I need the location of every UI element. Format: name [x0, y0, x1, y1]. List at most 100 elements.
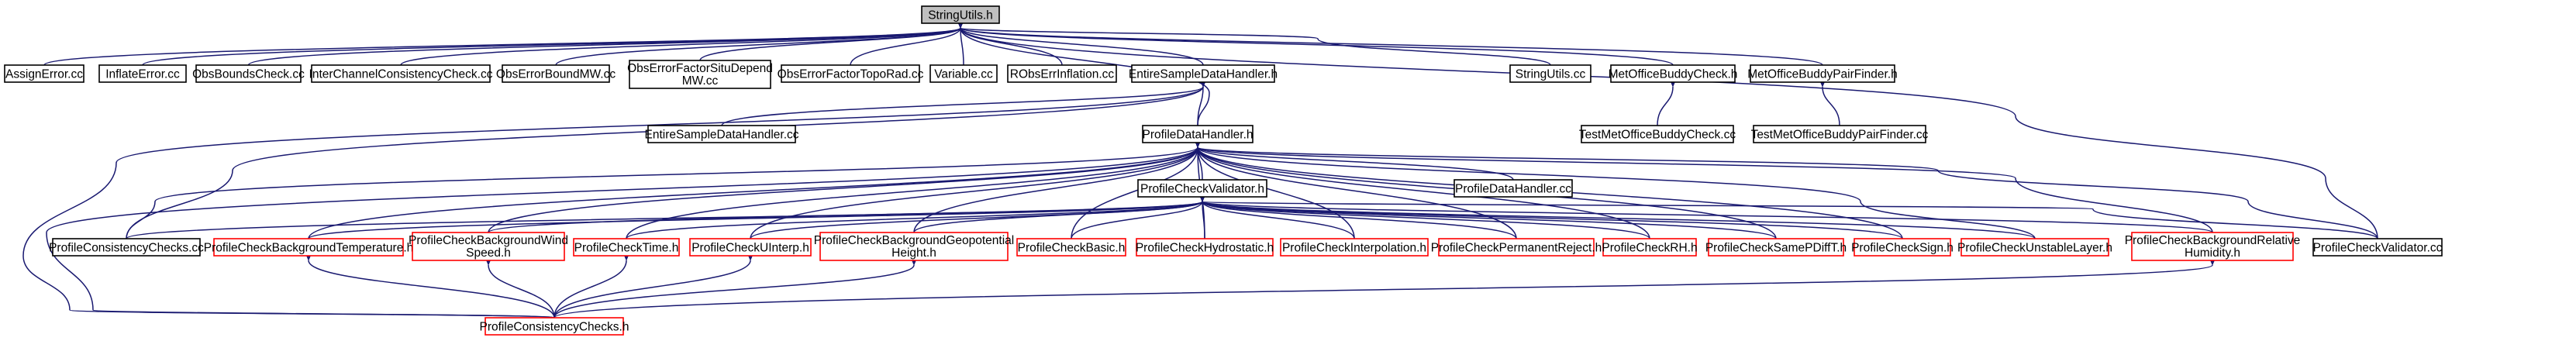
node-box — [1454, 179, 1573, 198]
node-label: ProfileDataHandler.h — [1142, 129, 1253, 142]
node-entireh[interactable]: EntireSampleDataHandler.h — [1129, 64, 1278, 83]
node-obserrorbound[interactable]: ObsErrorBoundMW.cc — [496, 64, 616, 83]
edge-validatorh-to-rh — [1198, 194, 1650, 239]
node-sign[interactable]: ProfileCheckSign.h — [1851, 238, 1954, 257]
edge-profiledatah-to-basic — [1071, 140, 1202, 239]
node-label-line: Height.h — [891, 246, 936, 260]
node-label: ProfileConsistencyChecks.h — [480, 321, 629, 334]
node-uinterp[interactable]: ProfileCheckUInterp.h — [689, 238, 812, 257]
node-inflateerror[interactable]: InflateError.cc — [98, 64, 187, 83]
node-box — [1136, 238, 1274, 257]
node-testbuddy[interactable]: TestMetOfficeBuddyCheck.cc — [1579, 125, 1736, 143]
node-box — [1750, 64, 1895, 83]
node-checktime[interactable]: ProfileCheckTime.h — [573, 238, 680, 257]
node-label: ProfileCheckValidator.cc — [2313, 242, 2443, 255]
edge-checktime-to-consistencyh — [553, 253, 630, 319]
edge-buddyh-to-testbuddy — [1657, 79, 1677, 126]
edge-entireh-to-profiledatah — [1197, 79, 1207, 126]
node-label: MetOfficeBuddyCheck.h — [1609, 68, 1738, 81]
edge-validatorh-to-interpolation — [1198, 194, 1355, 239]
node-label: Variable.cc — [934, 68, 993, 81]
edge-validatorh-to-basic — [1071, 194, 1206, 239]
node-label: InflateError.cc — [105, 68, 180, 81]
node-obsbounds[interactable]: ObsBoundsCheck.cc — [192, 64, 305, 83]
node-box — [1142, 125, 1254, 143]
node-box — [781, 64, 920, 83]
edge-validatorh-to-bgtemp — [308, 194, 1206, 239]
node-testpair[interactable]: TestMetOfficeBuddyPairFinder.cc — [1751, 125, 1929, 143]
node-validatorcc[interactable]: ProfileCheckValidator.cc — [2312, 238, 2443, 257]
node-basic[interactable]: ProfileCheckBasic.h — [1016, 238, 1126, 257]
node-permanent[interactable]: ProfileCheckPermanentReject.h — [1431, 238, 1602, 257]
node-pairfinderh[interactable]: MetOfficeBuddyPairFinder.h — [1747, 64, 1898, 83]
edge-entireh-to-consistencyh — [22, 79, 1207, 319]
node-box — [4, 64, 84, 83]
node-box — [1753, 125, 1926, 143]
edge-profiledatah-to-bgrh — [1194, 140, 2213, 233]
edge-pairfinderh-to-testpair — [1819, 79, 1840, 126]
node-variable[interactable]: Variable.cc — [929, 64, 998, 83]
node-box — [98, 64, 187, 83]
node-root[interactable]: StringUtils.h — [921, 5, 1000, 24]
edge-validatorh-to-unstable — [1198, 194, 2036, 239]
edge-uinterp-to-consistencyh — [553, 253, 754, 319]
node-label: ObsErrorBoundMW.cc — [496, 68, 616, 81]
node-label: ProfileCheckTime.h — [574, 242, 679, 255]
node-rh[interactable]: ProfileCheckRH.h — [1602, 238, 1698, 257]
edge-profiledatah-to-interpolation — [1194, 140, 1355, 239]
node-consistencycc[interactable]: ProfileConsistencyChecks.cc — [49, 238, 204, 257]
node-interchannel[interactable]: InterChannelConsistencyCheck.cc — [309, 64, 493, 83]
edge-bgrh-to-consistencyh — [553, 257, 2216, 319]
node-label-line: ProfileCheckBackgroundWind — [409, 234, 568, 247]
node-label: ProfileCheckUInterp.h — [691, 242, 809, 255]
edge-root-to-obserrorsitu — [699, 20, 964, 61]
node-label: ObsErrorFactorTopoRad.cc — [778, 68, 924, 81]
node-box — [195, 64, 302, 83]
node-label-line: Speed.h — [466, 246, 511, 260]
edge-bgwind-to-consistencyh — [485, 257, 555, 319]
node-unstable[interactable]: ProfileCheckUnstableLayer.h — [1957, 238, 2112, 257]
node-box — [1280, 238, 1429, 257]
node-interpolation[interactable]: ProfileCheckInterpolation.h — [1280, 238, 1429, 257]
edge-profiledatah-to-consistencycc — [126, 140, 1202, 239]
node-hydrostatic[interactable]: ProfileCheckHydrostatic.h — [1136, 238, 1274, 257]
node-box — [1007, 64, 1117, 83]
node-box — [1438, 238, 1595, 257]
node-box — [647, 125, 796, 143]
node-label: ProfileCheckBackgroundTemperature.h — [204, 242, 414, 255]
node-label: MetOfficeBuddyPairFinder.h — [1747, 68, 1898, 81]
node-label: TestMetOfficeBuddyPairFinder.cc — [1751, 129, 1929, 142]
node-stringutilscc[interactable]: StringUtils.cc — [1509, 64, 1591, 83]
edge-root-to-interchannel — [400, 20, 964, 66]
node-box — [819, 232, 1009, 261]
node-profiledatacc[interactable]: ProfileDataHandler.cc — [1454, 179, 1573, 198]
node-label: ProfileCheckInterpolation.h — [1282, 242, 1426, 255]
node-consistencyh[interactable]: ProfileConsistencyChecks.h — [480, 317, 629, 336]
node-box — [573, 238, 680, 257]
node-robserr[interactable]: RObsErrInflation.cc — [1007, 64, 1117, 83]
node-box — [1509, 64, 1591, 83]
node-bgtemp[interactable]: ProfileCheckBackgroundTemperature.h — [204, 238, 414, 257]
edge-root-to-robserr — [957, 20, 1063, 66]
edge-profiledatah-to-consistencyh — [46, 140, 1202, 319]
node-entirecc[interactable]: EntireSampleDataHandler.cc — [644, 125, 799, 143]
node-bggeo[interactable]: ProfileCheckBackgroundGeopotentialHeight… — [814, 232, 1015, 261]
node-box — [629, 60, 771, 89]
node-label: StringUtils.h — [928, 9, 993, 22]
node-label: ProfileCheckPermanentReject.h — [1431, 242, 1602, 255]
node-validatorh[interactable]: ProfileCheckValidator.h — [1137, 179, 1267, 198]
node-label: ProfileCheckHydrostatic.h — [1136, 242, 1274, 255]
node-label: InterChannelConsistencyCheck.cc — [309, 68, 493, 81]
node-samepdiff[interactable]: ProfileCheckSamePDiffT.h — [1705, 238, 1847, 257]
node-obserrortopo[interactable]: ObsErrorFactorTopoRad.cc — [778, 64, 924, 83]
edge-root-to-obserrortopo — [850, 20, 964, 66]
edge-validatorh-to-checktime — [626, 194, 1206, 239]
node-profiledatah[interactable]: ProfileDataHandler.h — [1142, 125, 1254, 143]
node-buddyh[interactable]: MetOfficeBuddyCheck.h — [1609, 64, 1738, 83]
node-assignerror[interactable]: AssignError.cc — [4, 64, 84, 83]
